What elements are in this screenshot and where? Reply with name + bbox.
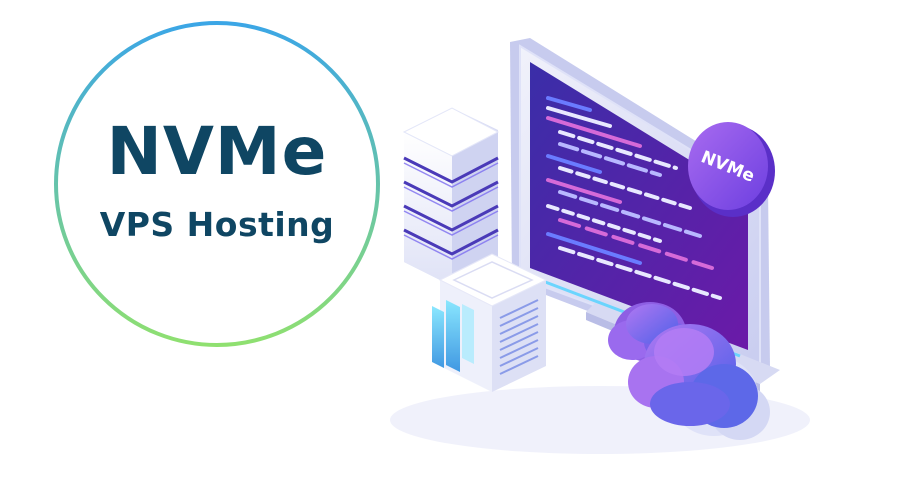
badge-ring [54, 21, 380, 347]
cloud-icon [608, 302, 770, 440]
badge-subtitle: VPS Hosting [99, 205, 335, 244]
nvme-monitor-badge: NVMe [688, 122, 775, 217]
server-rack-icon [402, 107, 500, 286]
badge-title: NVMe [106, 113, 328, 190]
ssd-drive-icon [432, 253, 548, 392]
